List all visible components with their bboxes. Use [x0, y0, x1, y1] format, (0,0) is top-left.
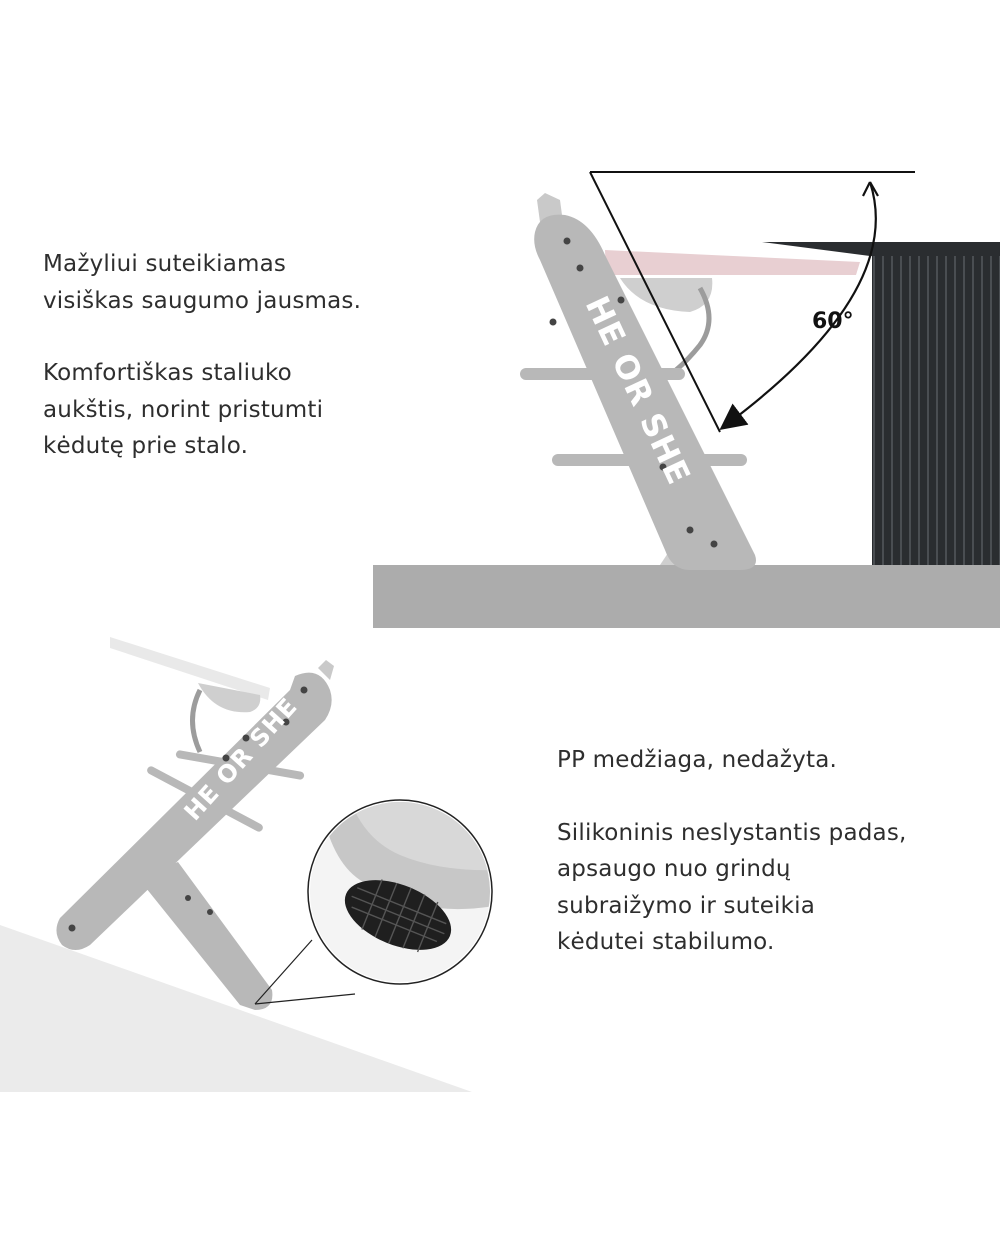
- description-line: Silikoninis neslystantis padas,: [557, 819, 907, 846]
- description-line: kėdutei stabilumo.: [557, 929, 775, 955]
- description-line: PP medžiaga, nedažyta.: [557, 747, 838, 773]
- description-line: subraižymo ir suteikia: [557, 892, 816, 919]
- angle-indicator: [589, 171, 915, 433]
- angle-label: 60°: [812, 309, 854, 334]
- callout-line: [254, 993, 356, 1005]
- table: [762, 242, 1000, 565]
- description-line: apsaugo nuo grindų: [557, 856, 791, 882]
- chair-rear-leg: [138, 862, 273, 1010]
- description-line: aukštis, norint pristumti: [43, 396, 324, 423]
- sloped-floor: [0, 925, 472, 1092]
- tilted-tray: [110, 637, 270, 754]
- description-line: Komfortiškas staliuko: [43, 360, 292, 386]
- description-bottom: PP medžiaga, nedažyta. Silikoninis nesly…: [557, 742, 977, 961]
- description-line: kėdutę prie stalo.: [43, 433, 249, 459]
- zoom-circle-pad: [307, 799, 493, 985]
- description-top: Mažyliui suteikiamas visiškas saugumo ja…: [43, 246, 423, 465]
- callout-line: [254, 939, 313, 1005]
- description-line: Mažyliui suteikiamas: [43, 251, 287, 277]
- description-line: visiškas saugumo jausmas.: [43, 287, 362, 314]
- tray: [605, 250, 860, 372]
- silicone-pad-icon: [344, 879, 452, 953]
- floor-slab: [373, 565, 1000, 628]
